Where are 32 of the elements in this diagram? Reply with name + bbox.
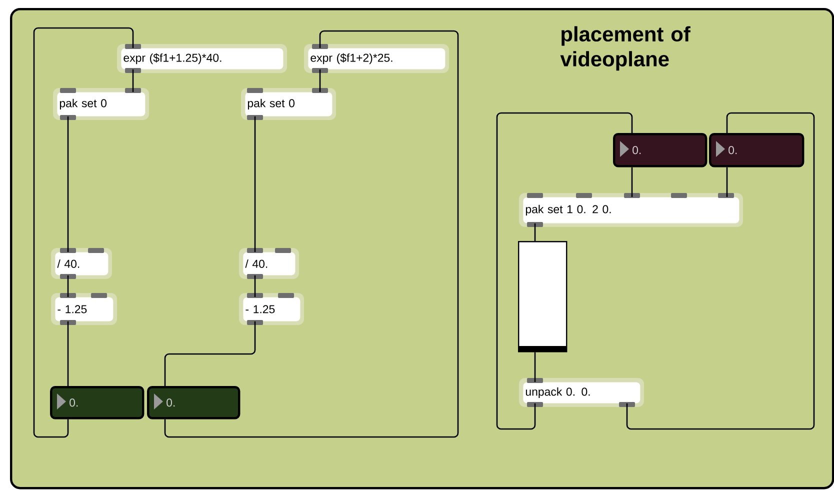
object-box: / 40. — [239, 248, 299, 279]
object-box: / 40. — [51, 248, 112, 279]
object-box: - 1.25 — [239, 293, 304, 325]
patch-cord — [534, 352, 536, 382]
patch-cord — [164, 321, 256, 386]
patch-cord — [496, 112, 633, 430]
object-box: pak set 0 — [241, 88, 336, 120]
patch-cord — [626, 112, 815, 430]
object-box: expr ($f1+1.25)*40. — [117, 44, 287, 73]
patch-cord — [254, 275, 256, 297]
patch-cord — [67, 321, 69, 386]
patch-cord — [67, 116, 69, 252]
patch-cord — [33, 27, 134, 438]
number-box: 0. — [50, 386, 144, 420]
patch-cord — [631, 167, 633, 197]
object-box: pak set 1 0. 2 0. — [519, 193, 743, 227]
object-box: expr ($f1+2)*25. — [304, 44, 449, 73]
number-box: 0. — [709, 133, 804, 168]
number-box: 0. — [147, 386, 240, 420]
patch-cord — [164, 30, 459, 438]
object-box: pak set 0 — [53, 88, 149, 120]
slider — [518, 241, 568, 352]
panel-title: placement of videoplane — [560, 26, 690, 71]
object-box: unpack 0. 0. — [519, 378, 644, 407]
object-box: - 1.25 — [51, 293, 117, 325]
number-box: 0. — [613, 133, 708, 168]
patch-cord — [726, 167, 728, 197]
patch-cord — [319, 69, 321, 92]
patch-cord — [132, 69, 134, 92]
patch-cord — [254, 116, 256, 252]
patch-cord — [67, 275, 69, 297]
patch-cord — [534, 223, 536, 241]
